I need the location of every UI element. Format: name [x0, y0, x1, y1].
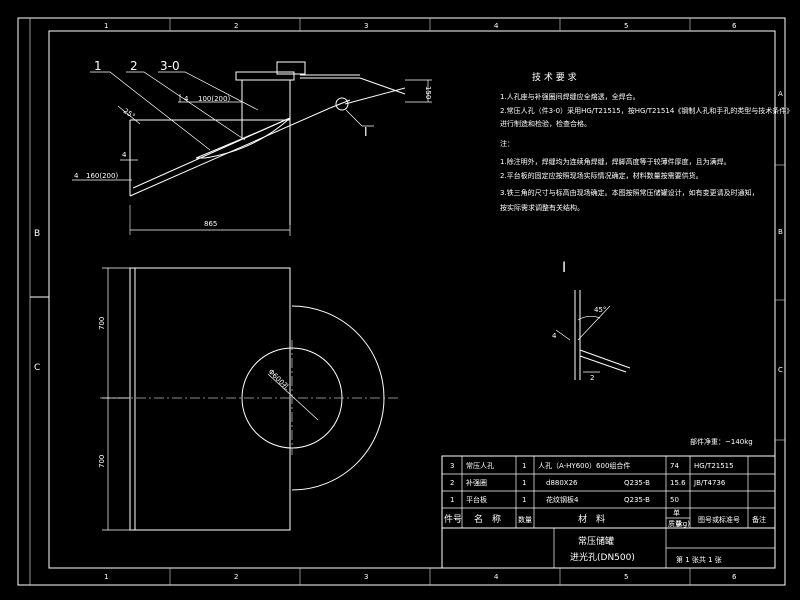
weld-mid-size: 4	[122, 151, 127, 159]
bom-head-mass-top: 单	[673, 508, 680, 517]
bom-r3-mass: 74	[670, 462, 679, 470]
top-zone-6: 6	[732, 22, 737, 30]
front-view: 1 2 3-0 25° 4 100(200) 4 4 160(200) 150 …	[72, 59, 432, 236]
bom-r1-grade: Q235-B	[624, 496, 650, 504]
callout-3: 3-0	[160, 59, 180, 73]
detail-thk-left: 4	[552, 332, 557, 340]
bottom-zone-3: 3	[364, 573, 368, 581]
note-line-2: 2.平台板的固定应按照现场实际情况确定，材料数量按需要供货。	[500, 171, 703, 180]
detail-i-view: I 45° 4 2	[552, 260, 631, 382]
bom-r3-name: 常压人孔	[466, 461, 494, 470]
detail-title: I	[562, 260, 566, 276]
weld-lower-len: 160(200)	[86, 172, 118, 180]
manhole-flange	[235, 71, 295, 81]
bom-r1-material: 花纹钢板4	[546, 495, 579, 504]
right-zone-b: B	[778, 228, 783, 236]
leader-3	[158, 71, 259, 111]
top-zone-1: 1	[104, 22, 108, 30]
bom-r2-qty: 1	[522, 479, 526, 487]
bom-r2-mass: 15.6	[670, 479, 686, 487]
bom-r2-name: 补强圈	[466, 478, 487, 487]
sheet-count: 第 1 张共 1 张	[676, 555, 722, 564]
mass-note: 部件净重：~140kg	[690, 437, 753, 446]
bom-r1-mass: 50	[670, 496, 679, 504]
title-subtitle: 进光孔(DN500)	[570, 551, 635, 563]
top-zone-5: 5	[624, 22, 628, 30]
platform-plate-outline	[129, 267, 291, 531]
outer-frame	[17, 17, 786, 586]
bottom-zone-6: 6	[732, 573, 737, 581]
bom-head-remark: 备注	[752, 515, 766, 524]
dim-upper-700: 700	[98, 317, 106, 330]
bottom-zone-1: 1	[104, 573, 108, 581]
bom-table: 3 常压人孔 1 人孔（A-HY600）600组合件 74 HG/T21515 …	[441, 455, 776, 529]
detail-thk-bottom: 2	[590, 374, 594, 382]
bom-r3-no: 3	[450, 462, 454, 470]
bom-r1-no: 1	[450, 496, 454, 504]
left-zone-b: B	[34, 229, 40, 239]
manhole-cover	[276, 61, 306, 75]
callout-1: 1	[94, 59, 102, 73]
inner-frame	[48, 30, 776, 569]
bom-head-no: 件号	[444, 513, 462, 525]
weld-upper-size: 4	[184, 95, 189, 103]
bom-r3-qty: 1	[522, 462, 526, 470]
right-zone-a: A	[778, 90, 783, 98]
bom-head-material: 材 料	[578, 513, 605, 525]
dim-height-150: 150	[424, 86, 432, 99]
top-zone-3: 3	[364, 22, 368, 30]
note-line-4: 按实际需求调整有关结构。	[500, 203, 584, 212]
bom-r3-material: 人孔（A-HY600）600组合件	[538, 461, 630, 470]
callout-2: 2	[130, 59, 138, 73]
bottom-zone-5: 5	[624, 573, 628, 581]
tech-req-line-2: 2.常压人孔（件3-0）采用HG/T21515，按HG/T21514《钢制人孔和…	[500, 106, 793, 115]
technical-requirements: 技 术 要 求 1.人孔座与补强圈间焊缝应全熔透，全焊合。 2.常压人孔（件3-…	[500, 71, 793, 212]
note-line-1: 1.除注明外，焊缝均为连续角焊缝，焊脚高度等于较薄件厚度，且为满焊。	[500, 157, 731, 166]
bom-head-std: 图号或标准号	[698, 515, 740, 524]
title-block: 常压储罐 进光孔(DN500) 第 1 张共 1 张	[441, 527, 776, 569]
dim-width-865: 865	[204, 220, 217, 228]
detail-angle: 45°	[594, 306, 606, 314]
bom-r2-grade: Q235-B	[624, 479, 650, 487]
note-title: 注：	[500, 139, 514, 148]
tech-req-title: 技 术 要 求	[532, 71, 577, 83]
leader-2	[126, 71, 246, 141]
detail-i-callout: I	[364, 125, 368, 139]
reinforcing-pad-section	[195, 117, 291, 159]
top-zone-ticks	[169, 18, 785, 585]
left-zone-c: C	[34, 363, 40, 373]
dim-lower-700: 700	[98, 455, 106, 468]
hole-dia-label: Φ600孔	[267, 368, 291, 392]
bom-head-name: 名 称	[474, 513, 501, 525]
tech-req-line-3: 进行制造和检验，检查合格。	[500, 119, 591, 128]
leader-1	[90, 71, 211, 151]
top-zone-4: 4	[494, 22, 499, 30]
bom-head-qty: 数量	[518, 515, 532, 524]
bottom-zone-4: 4	[494, 573, 499, 581]
bottom-zone-2: 2	[234, 573, 238, 581]
detail-i-circle	[335, 97, 349, 111]
bom-r2-no: 2	[450, 479, 454, 487]
angle-label: 25°	[122, 107, 137, 121]
weld-lower-size: 4	[74, 172, 79, 180]
tech-req-line-1: 1.人孔座与补强圈间焊缝应全熔透，全焊合。	[500, 92, 640, 101]
bom-r3-std: HG/T21515	[694, 462, 734, 470]
title-name: 常压储罐	[578, 535, 614, 547]
bom-r1-qty: 1	[522, 496, 526, 504]
plan-view: Φ600孔 700 700	[98, 267, 400, 531]
right-zone-c: C	[778, 366, 783, 374]
bom-r2-material: d880X26	[546, 479, 578, 487]
weld-upper-len: 100(200)	[198, 95, 230, 103]
bom-r1-name: 平台板	[466, 495, 487, 504]
bom-r2-std: JB/T4736	[693, 479, 726, 487]
bom-head-mass-bottom: 质量	[668, 519, 682, 528]
top-zone-2: 2	[234, 22, 238, 30]
note-line-3: 3.铁三角的尺寸与标高由现场确定。本图按照常压储罐设计，如有变更请及时通知，	[500, 188, 759, 197]
bom-head-mass-unit: (kg)	[676, 520, 690, 528]
